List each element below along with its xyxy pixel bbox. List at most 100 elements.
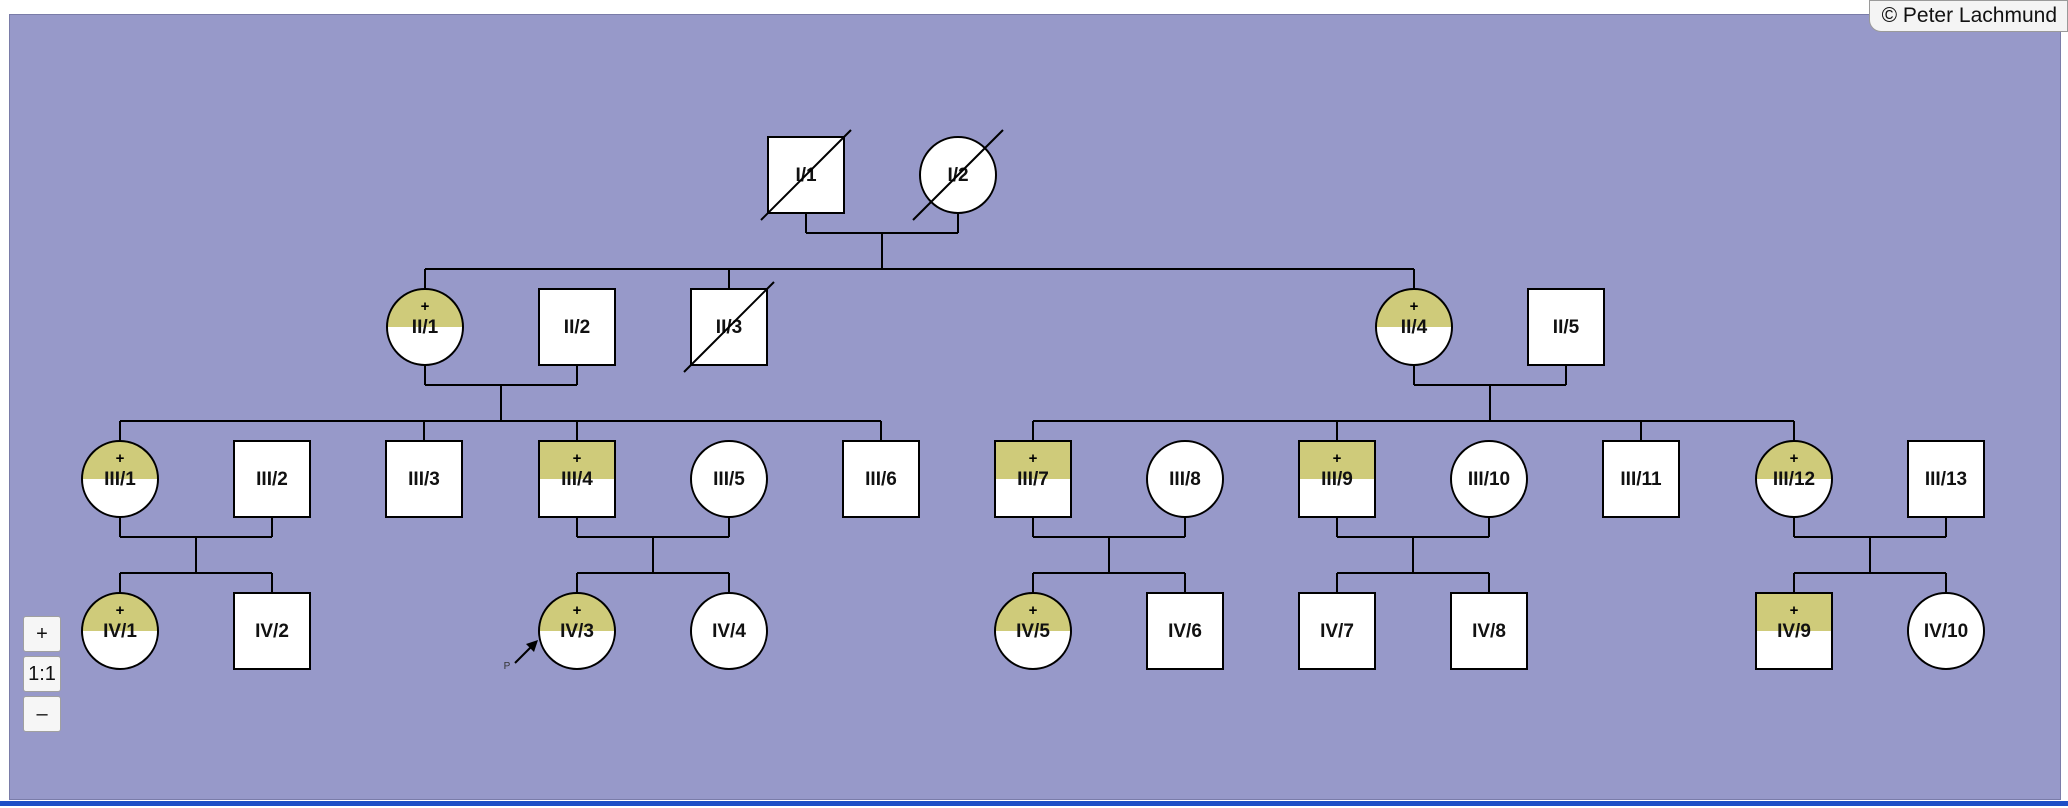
deceased-slash: [683, 281, 775, 373]
individual-label: III/4: [561, 469, 593, 490]
individual-ii-1[interactable]: +II/1: [386, 288, 464, 366]
affected-marker: +: [1029, 450, 1038, 467]
individual-label: II/4: [1401, 317, 1428, 338]
affected-marker: +: [573, 450, 582, 467]
male-symbol: [1299, 593, 1375, 669]
affected-marker: +: [421, 298, 430, 315]
individual-iii-13[interactable]: III/13: [1907, 440, 1985, 518]
individual-label: IV/4: [712, 621, 746, 642]
individual-iii-2[interactable]: III/2: [233, 440, 311, 518]
individual-label: IV/8: [1472, 621, 1506, 642]
individual-iii-11[interactable]: III/11: [1602, 440, 1680, 518]
individual-label: IV/5: [1016, 621, 1050, 642]
individual-iv-3[interactable]: +IV/3P: [504, 592, 616, 672]
male-symbol: [539, 289, 615, 365]
symbol-outline: [538, 592, 616, 670]
male-symbol: [1908, 441, 1984, 517]
affected-marker: +: [116, 602, 125, 619]
zoom-in-button[interactable]: +: [23, 616, 61, 652]
symbol-outline: [81, 592, 159, 670]
affected-marker: +: [1790, 602, 1799, 619]
individual-label: IV/9: [1777, 621, 1811, 642]
symbol-outline: [1146, 592, 1224, 670]
individual-label: IV/10: [1924, 621, 1968, 642]
individual-iv-8[interactable]: IV/8: [1450, 592, 1528, 670]
male-symbol: [234, 441, 310, 517]
individual-label: IV/2: [255, 621, 289, 642]
individual-iii-6[interactable]: III/6: [842, 440, 920, 518]
affected-shading: [1756, 593, 1832, 631]
affected-marker: +: [1029, 602, 1038, 619]
symbol-outline: [1375, 288, 1453, 366]
symbol-outline: [1450, 592, 1528, 670]
affected-marker: +: [116, 450, 125, 467]
individual-ii-2[interactable]: II/2: [538, 288, 616, 366]
symbol-outline: [233, 592, 311, 670]
symbol-outline: [994, 440, 1072, 518]
affected-shading: [1299, 441, 1375, 479]
symbol-outline: [1755, 440, 1833, 518]
individual-label: IV/1: [103, 621, 137, 642]
individual-label: III/5: [713, 469, 745, 490]
symbol-outline: [1450, 440, 1528, 518]
deceased-slash: [912, 129, 1004, 221]
individual-iv-7[interactable]: IV/7: [1298, 592, 1376, 670]
individual-label: II/5: [1553, 317, 1580, 338]
individual-ii-4[interactable]: + II/4: [1375, 288, 1453, 366]
female-symbol: [1451, 441, 1527, 517]
individual-iv-10[interactable]: IV/10: [1907, 592, 1985, 670]
symbol-outline: [994, 592, 1072, 670]
individual-iii-9[interactable]: +III/9: [1298, 440, 1376, 518]
symbol-outline: [81, 440, 159, 518]
symbol-outline: [1755, 592, 1833, 670]
symbol-outline: [385, 440, 463, 518]
zoom-reset-button[interactable]: 1:1: [23, 656, 61, 692]
zoom-out-button[interactable]: –: [23, 696, 61, 732]
symbol-outline: [767, 136, 845, 214]
individual-iv-6[interactable]: IV/6: [1146, 592, 1224, 670]
affected-marker: +: [573, 602, 582, 619]
copyright-label: © Peter Lachmund: [1868, 0, 2068, 32]
symbol-outline: [690, 592, 768, 670]
individual-label: IV/3: [560, 621, 594, 642]
male-symbol: [1528, 289, 1604, 365]
individual-iii-10[interactable]: III/10: [1450, 440, 1528, 518]
symbol-outline: [1298, 592, 1376, 670]
affected-shading: [539, 441, 615, 479]
individual-iii-3[interactable]: III/3: [385, 440, 463, 518]
individual-iv-5[interactable]: + IV/5: [994, 592, 1072, 670]
individual-label: III/12: [1773, 469, 1815, 490]
individual-ii-5[interactable]: II/5: [1527, 288, 1605, 366]
individual-iii-4[interactable]: + III/4: [538, 440, 616, 518]
individual-label: III/13: [1925, 469, 1967, 490]
female-symbol: [691, 593, 767, 669]
symbol-outline: [690, 288, 768, 366]
individual-iii-1[interactable]: +III/1: [81, 440, 159, 518]
male-symbol: [234, 593, 310, 669]
symbol-outline: [1602, 440, 1680, 518]
individual-iii-7[interactable]: + III/7: [994, 440, 1072, 518]
individual-iii-5[interactable]: III/5: [690, 440, 768, 518]
individual-label: III/6: [865, 469, 897, 490]
individual-label: III/8: [1169, 469, 1201, 490]
affected-marker: +: [1410, 298, 1419, 315]
individual-iv-2[interactable]: IV/2: [233, 592, 311, 670]
symbol-outline: [1527, 288, 1605, 366]
symbol-outline: [919, 136, 997, 214]
symbol-outline: [690, 440, 768, 518]
male-symbol: [1451, 593, 1527, 669]
individual-iii-12[interactable]: +III/12: [1755, 440, 1833, 518]
individual-label: IV/7: [1320, 621, 1354, 642]
individual-iii-8[interactable]: III/8: [1146, 440, 1224, 518]
individual-iv-1[interactable]: + IV/1: [81, 592, 159, 670]
symbol-outline: [842, 440, 920, 518]
deceased-slash: [760, 129, 852, 221]
individual-label: III/7: [1017, 469, 1049, 490]
female-symbol: [1147, 441, 1223, 517]
symbol-outline: [386, 288, 464, 366]
individual-iv-4[interactable]: IV/4: [690, 592, 768, 670]
male-symbol: [1147, 593, 1223, 669]
individual-iv-9[interactable]: + IV/9: [1755, 592, 1833, 670]
symbol-outline: [1298, 440, 1376, 518]
